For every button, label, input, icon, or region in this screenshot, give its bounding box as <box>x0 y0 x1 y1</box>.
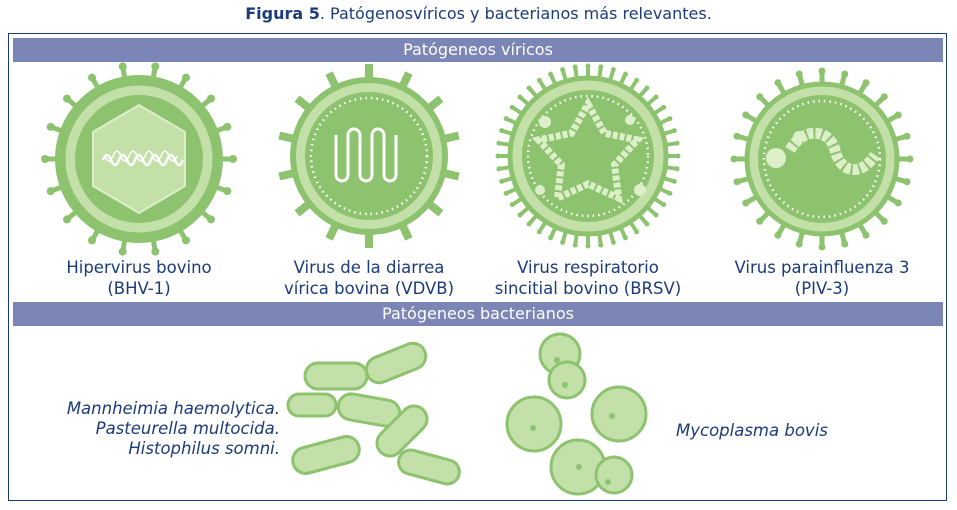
virus-bvdv-icon <box>278 64 460 248</box>
viral-section-header: Patógeneos víricos <box>13 38 943 62</box>
virus-label-bvdv: Virus de la diarrea vírica bovina (VDVB) <box>254 257 484 299</box>
virus-abbrev: (PIV-3) <box>794 279 850 298</box>
virus-abbrev: (BHV-1) <box>107 279 171 298</box>
virus-abbrev: vírica bovina (VDVB) <box>283 279 455 298</box>
figure-frame <box>8 33 947 501</box>
virus-name: Virus de la diarrea <box>293 258 445 277</box>
virus-bhv1-icon <box>41 62 237 256</box>
virus-name: Virus parainfluenza 3 <box>734 258 910 277</box>
species-mannheimia: Mannheimia haemolytica. <box>66 399 280 418</box>
virus-piv3-icon <box>730 67 914 251</box>
mycoplasma-icon <box>505 332 648 496</box>
species-pasteurella: Pasteurella multocida. <box>95 419 280 438</box>
figure-title: . Patógenosvíricos y bacterianos más rel… <box>319 4 712 23</box>
species-histophilus: Histophilus somni. <box>128 439 280 458</box>
virus-label-piv3: Virus parainfluenza 3 (PIV-3) <box>707 257 937 299</box>
virus-brsv-icon <box>495 63 681 249</box>
species-mycoplasma: Mycoplasma bovis <box>676 421 828 440</box>
virus-name: Hipervirus bovino <box>66 258 212 277</box>
virus-label-brsv: Virus respiratorio sincitial bovino (BRS… <box>473 257 703 299</box>
bacterial-section-header: Patógeneos bacterianos <box>13 302 943 326</box>
virus-name: Virus respiratorio <box>517 258 659 277</box>
bacteria-species-list: Mannheimia haemolytica. Pasteurella mult… <box>36 399 280 459</box>
virus-label-bhv1: Hipervirus bovino (BHV-1) <box>24 257 254 299</box>
virus-abbrev: sincitial bovino (BRSV) <box>494 279 682 298</box>
figure-number: Figura 5 <box>245 4 320 23</box>
bacilli-icon <box>286 341 461 486</box>
figure-caption: Figura 5. Patógenosvíricos y bacterianos… <box>0 4 957 23</box>
